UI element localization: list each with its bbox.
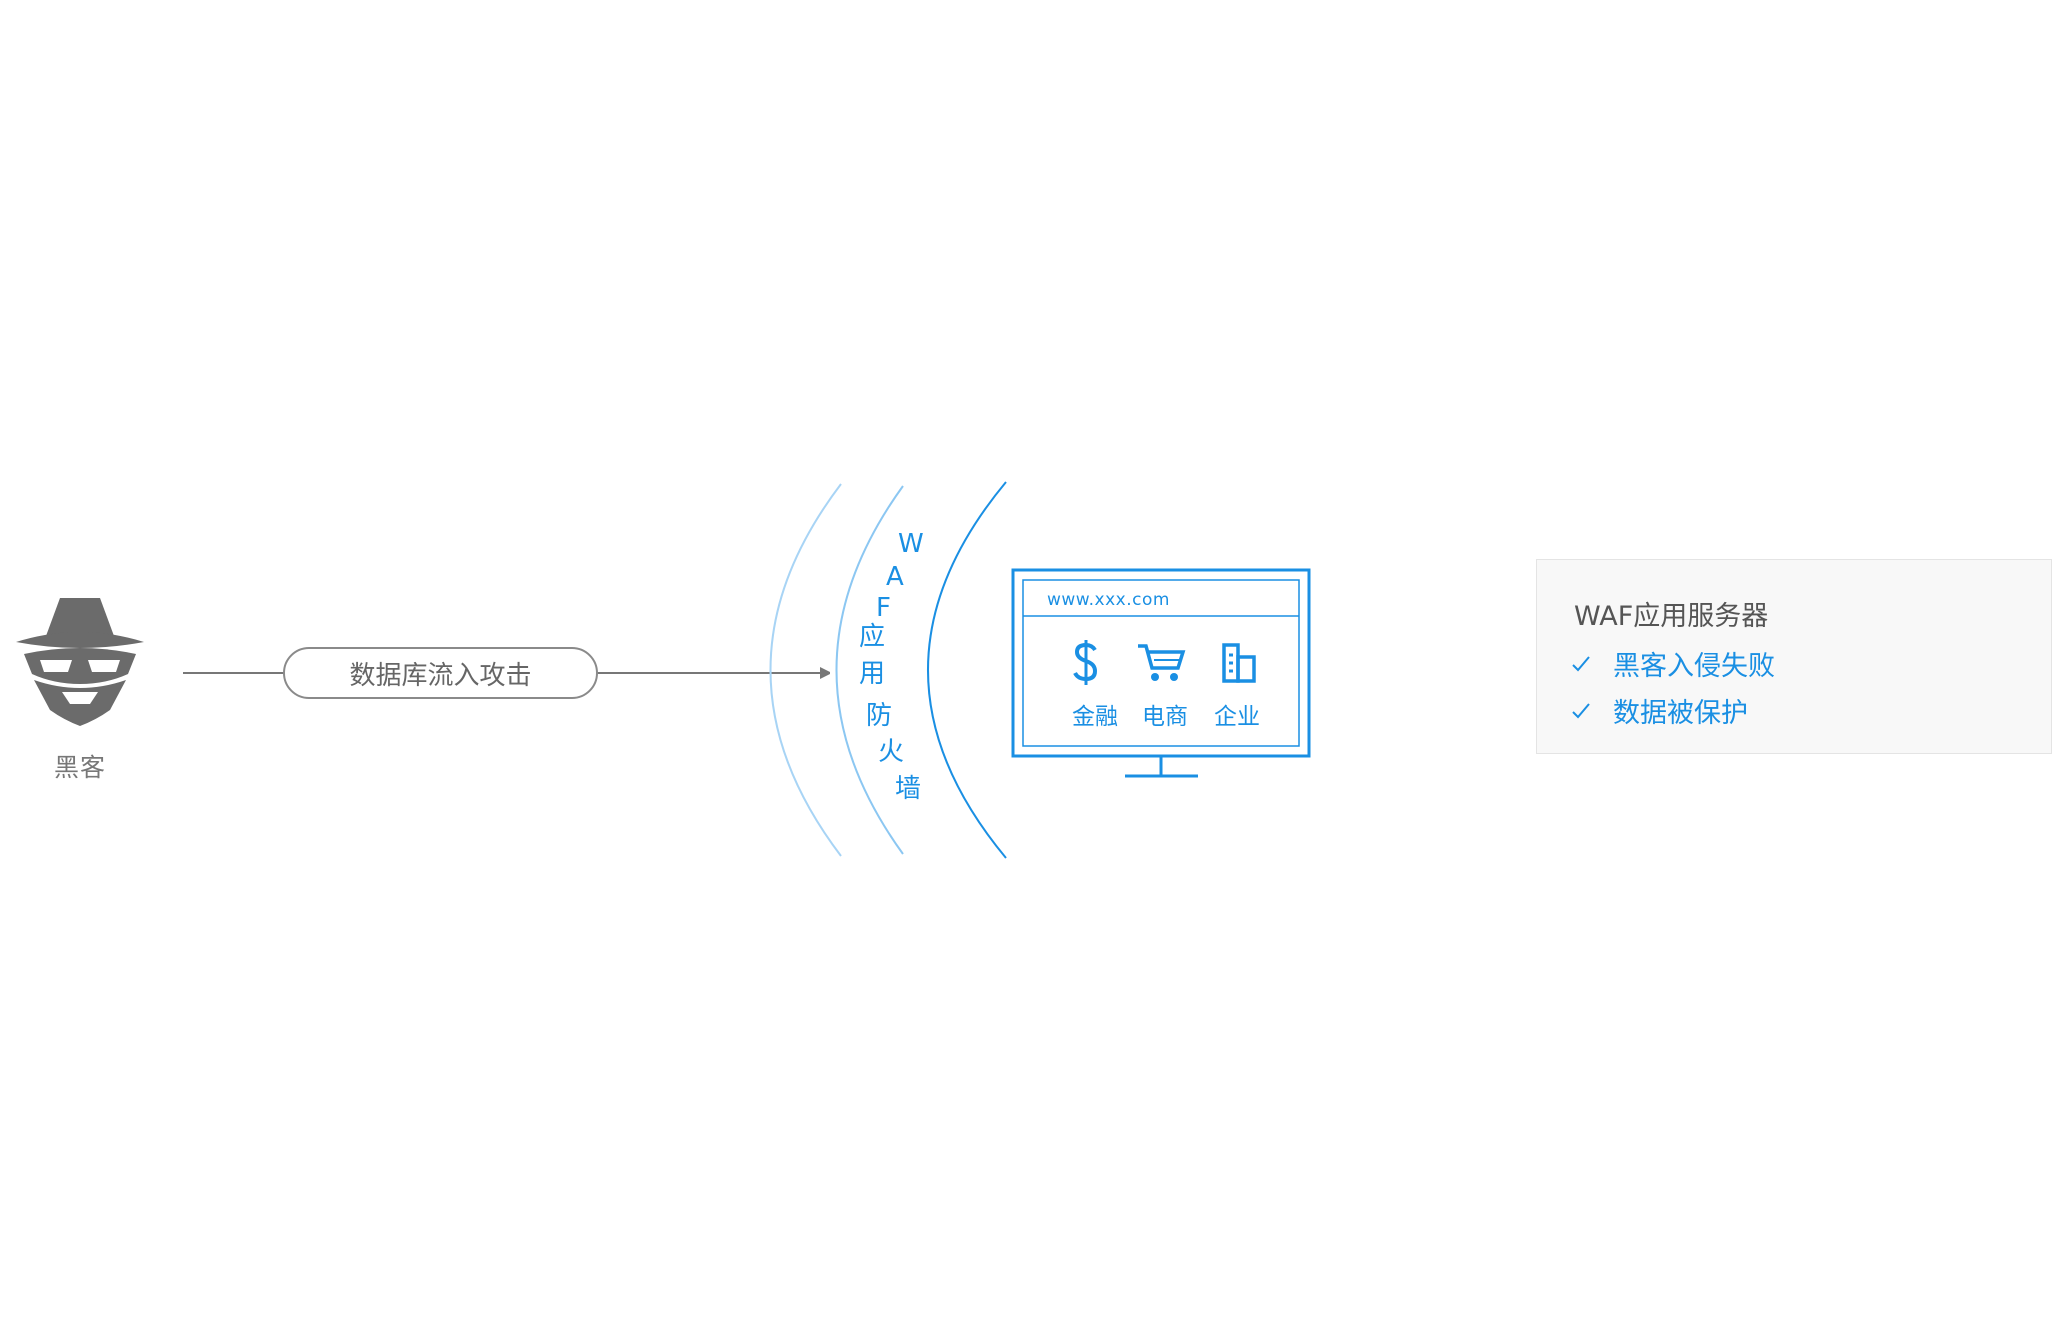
attack-label-pill: 数据库流入攻击 <box>283 647 598 699</box>
server-title: WAF应用服务器 <box>1574 601 1769 632</box>
building-icon <box>1222 643 1256 683</box>
website-url: www.xxx.com <box>1047 590 1170 610</box>
waf-char: 防 <box>866 701 893 731</box>
result-row: 黑客入侵失败 <box>1571 644 1775 683</box>
result-text: 数据被保护 <box>1613 698 1748 729</box>
waf-char: F <box>876 593 891 623</box>
waf-char: A <box>886 562 904 592</box>
site-label-enterprise: 企业 <box>1214 704 1260 730</box>
server-result-panel: WAF应用服务器 黑客入侵失败 数据被保护 <box>1536 559 2052 754</box>
waf-char: 墙 <box>895 774 922 804</box>
site-label-ecommerce: 电商 <box>1142 704 1188 730</box>
waf-char: 火 <box>878 737 905 767</box>
result-text: 黑客入侵失败 <box>1613 651 1775 682</box>
waf-char: 应 <box>859 622 886 652</box>
waf-char: 用 <box>859 659 886 689</box>
shopping-cart-icon <box>1138 644 1186 681</box>
hacker-label: 黑客 <box>53 753 106 782</box>
waf-char: W <box>898 529 924 559</box>
site-label-finance: 金融 <box>1072 704 1118 730</box>
spy-hacker-icon <box>16 598 144 726</box>
check-icon <box>1572 702 1590 718</box>
result-row: 数据被保护 <box>1571 691 1748 730</box>
dollar-icon <box>1073 640 1098 685</box>
website-monitor-icon <box>1011 568 1311 778</box>
check-icon <box>1572 655 1590 671</box>
waf-shield-arcs <box>769 481 1007 859</box>
